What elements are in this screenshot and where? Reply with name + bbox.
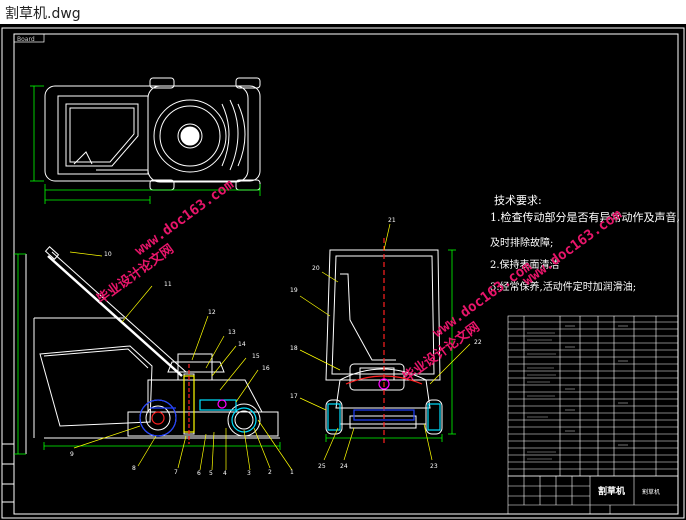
tech-requirement-1-cont: 及时排除故障; xyxy=(490,238,554,249)
parts-list xyxy=(507,315,679,477)
tech-requirement-1: 1.检查传动部分是否有异常动作及声音, xyxy=(490,211,680,224)
callout-5: 5 xyxy=(209,470,213,477)
callout-22: 22 xyxy=(474,339,482,346)
sheet-inner-border xyxy=(13,33,679,515)
callout-9: 9 xyxy=(70,451,74,458)
callout-2: 2 xyxy=(268,469,272,476)
callout-3: 3 xyxy=(247,470,251,477)
front-view xyxy=(325,249,443,435)
title-block-name: 割草机 xyxy=(598,485,625,497)
callout-7: 7 xyxy=(174,469,178,476)
title-block xyxy=(507,475,679,515)
side-view-leaders xyxy=(69,251,293,471)
callout-16: 16 xyxy=(262,365,270,372)
callout-6: 6 xyxy=(197,470,201,477)
callout-24: 24 xyxy=(340,463,348,470)
callout-14: 14 xyxy=(238,341,246,348)
callout-18: 18 xyxy=(290,345,298,352)
callout-21: 21 xyxy=(388,217,396,224)
title-block-name-sub: 割草机 xyxy=(642,488,660,496)
callout-12: 12 xyxy=(208,309,216,316)
callout-15: 15 xyxy=(252,353,260,360)
sheet-outer-border xyxy=(1,27,685,519)
callout-19: 19 xyxy=(290,287,298,294)
callout-11: 11 xyxy=(164,281,172,288)
callout-8: 8 xyxy=(132,465,136,472)
tech-requirements-title: 技术要求: xyxy=(494,194,542,207)
callout-1: 1 xyxy=(290,469,294,476)
callout-17: 17 xyxy=(290,393,298,400)
parts-list-ghost-text xyxy=(527,325,628,460)
callout-23: 23 xyxy=(430,463,438,470)
callout-10: 10 xyxy=(104,251,112,258)
sheet-tag: Board xyxy=(17,36,35,43)
side-view-colored xyxy=(139,364,257,444)
front-view-dims xyxy=(325,249,456,442)
side-view-callouts: 10 11 12 13 14 15 16 9 8 7 6 5 4 3 2 1 xyxy=(70,251,294,477)
tech-requirement-2: 2.保持表面清洁 xyxy=(490,260,560,271)
top-view xyxy=(44,77,261,191)
callout-13: 13 xyxy=(228,329,236,336)
front-view-colored xyxy=(327,238,441,444)
front-view-leaders xyxy=(299,223,471,461)
tech-requirement-3: 3.经常保养,活动件定时加润滑油; xyxy=(490,282,637,293)
drawing-sheet: 10 11 12 13 14 15 16 9 8 7 6 5 4 3 2 1 xyxy=(1,27,685,519)
cad-drawing-canvas[interactable]: 10 11 12 13 14 15 16 9 8 7 6 5 4 3 2 1 xyxy=(0,24,686,520)
top-view-dims xyxy=(30,85,261,204)
side-view xyxy=(25,246,280,454)
window-title: 割草机.dwg xyxy=(5,6,81,22)
callout-4: 4 xyxy=(223,470,227,477)
window-titlebar: 割草机.dwg xyxy=(0,0,686,25)
front-view-callouts: 21 20 19 18 17 22 25 24 23 xyxy=(290,217,482,470)
callout-25: 25 xyxy=(318,463,326,470)
callout-20: 20 xyxy=(312,265,320,272)
side-view-dims xyxy=(14,253,281,455)
